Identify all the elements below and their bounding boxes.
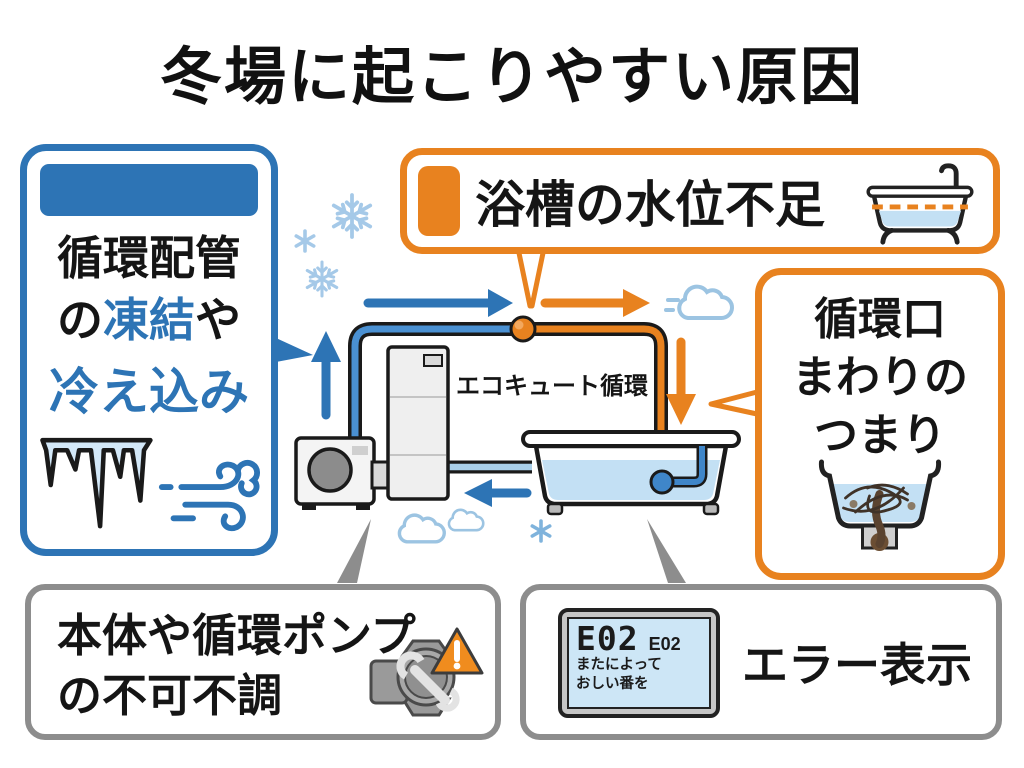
system-label: エコキュート循環 <box>456 373 648 400</box>
drain-clog-icon <box>818 459 942 551</box>
display-text-line1: またによって <box>576 657 662 673</box>
clog-line1: 循環口 <box>814 295 946 344</box>
freeze-line3: 冷え込み <box>49 364 249 420</box>
flow-arrows <box>311 289 696 507</box>
callout-pipe-freeze: 循環配管 の凍結や 冷え込み <box>20 144 278 556</box>
error-code-sub: E02 <box>648 634 681 654</box>
callout-error-display: E02 E02 またによって おしい番を エラー表示 <box>520 584 1002 740</box>
callout-water-level: 浴槽の水位不足 <box>400 148 1000 254</box>
heat-pump-unit <box>294 436 390 510</box>
clog-box-tail <box>708 389 760 417</box>
freeze-box-text: 循環配管 の凍結や 冷え込み <box>27 227 271 423</box>
freeze-line2: の凍結や <box>57 294 241 346</box>
clog-box-text: 循環口 まわりの つまり <box>762 291 998 465</box>
pipe-junction <box>509 315 537 343</box>
icicles-icon <box>40 437 153 529</box>
bathtub-low-water-icon <box>866 163 974 245</box>
callout-circulation-port-clog: 循環口 まわりの つまり <box>755 268 1005 580</box>
display-text-line2: おしい番を <box>576 676 649 692</box>
pipe-junction-highlight <box>514 320 524 330</box>
error-code-main: E02 <box>576 619 639 658</box>
pump-warning-icon <box>369 627 484 717</box>
steam-icons <box>397 284 735 544</box>
pump-fault-line1: 本体や循環ポンプ <box>57 610 416 661</box>
leader-lines <box>337 519 686 583</box>
water-level-box-tail <box>516 250 546 309</box>
clog-line3: つまり <box>814 411 946 460</box>
circulation-port <box>649 469 675 495</box>
circulation-pipes <box>348 322 668 474</box>
pump-fault-line2: の不可不調 <box>57 670 283 721</box>
cold-wind-icon <box>158 460 260 532</box>
water-tank <box>386 345 450 501</box>
callout-pump-fault: 本体や循環ポンプ の不可不調 <box>25 584 501 740</box>
water-level-accent-bar <box>418 166 460 236</box>
remote-control-display: E02 E02 またによって おしい番を <box>558 608 720 718</box>
pump-fault-text: 本体や循環ポンプ の不可不調 <box>57 606 416 726</box>
freeze-box-tail <box>276 338 313 362</box>
freeze-box-header-bar <box>40 164 258 216</box>
freeze-line1: 循環配管 <box>57 232 241 284</box>
display-screen: E02 E02 またによって おしい番を <box>567 617 711 709</box>
page-title: 冬場に起こりやすい原因 <box>159 43 864 112</box>
clog-line2: まわりの <box>792 353 968 402</box>
bathtub <box>521 430 741 516</box>
error-display-label: エラー表示 <box>742 639 972 691</box>
water-level-label: 浴槽の水位不足 <box>475 177 825 233</box>
